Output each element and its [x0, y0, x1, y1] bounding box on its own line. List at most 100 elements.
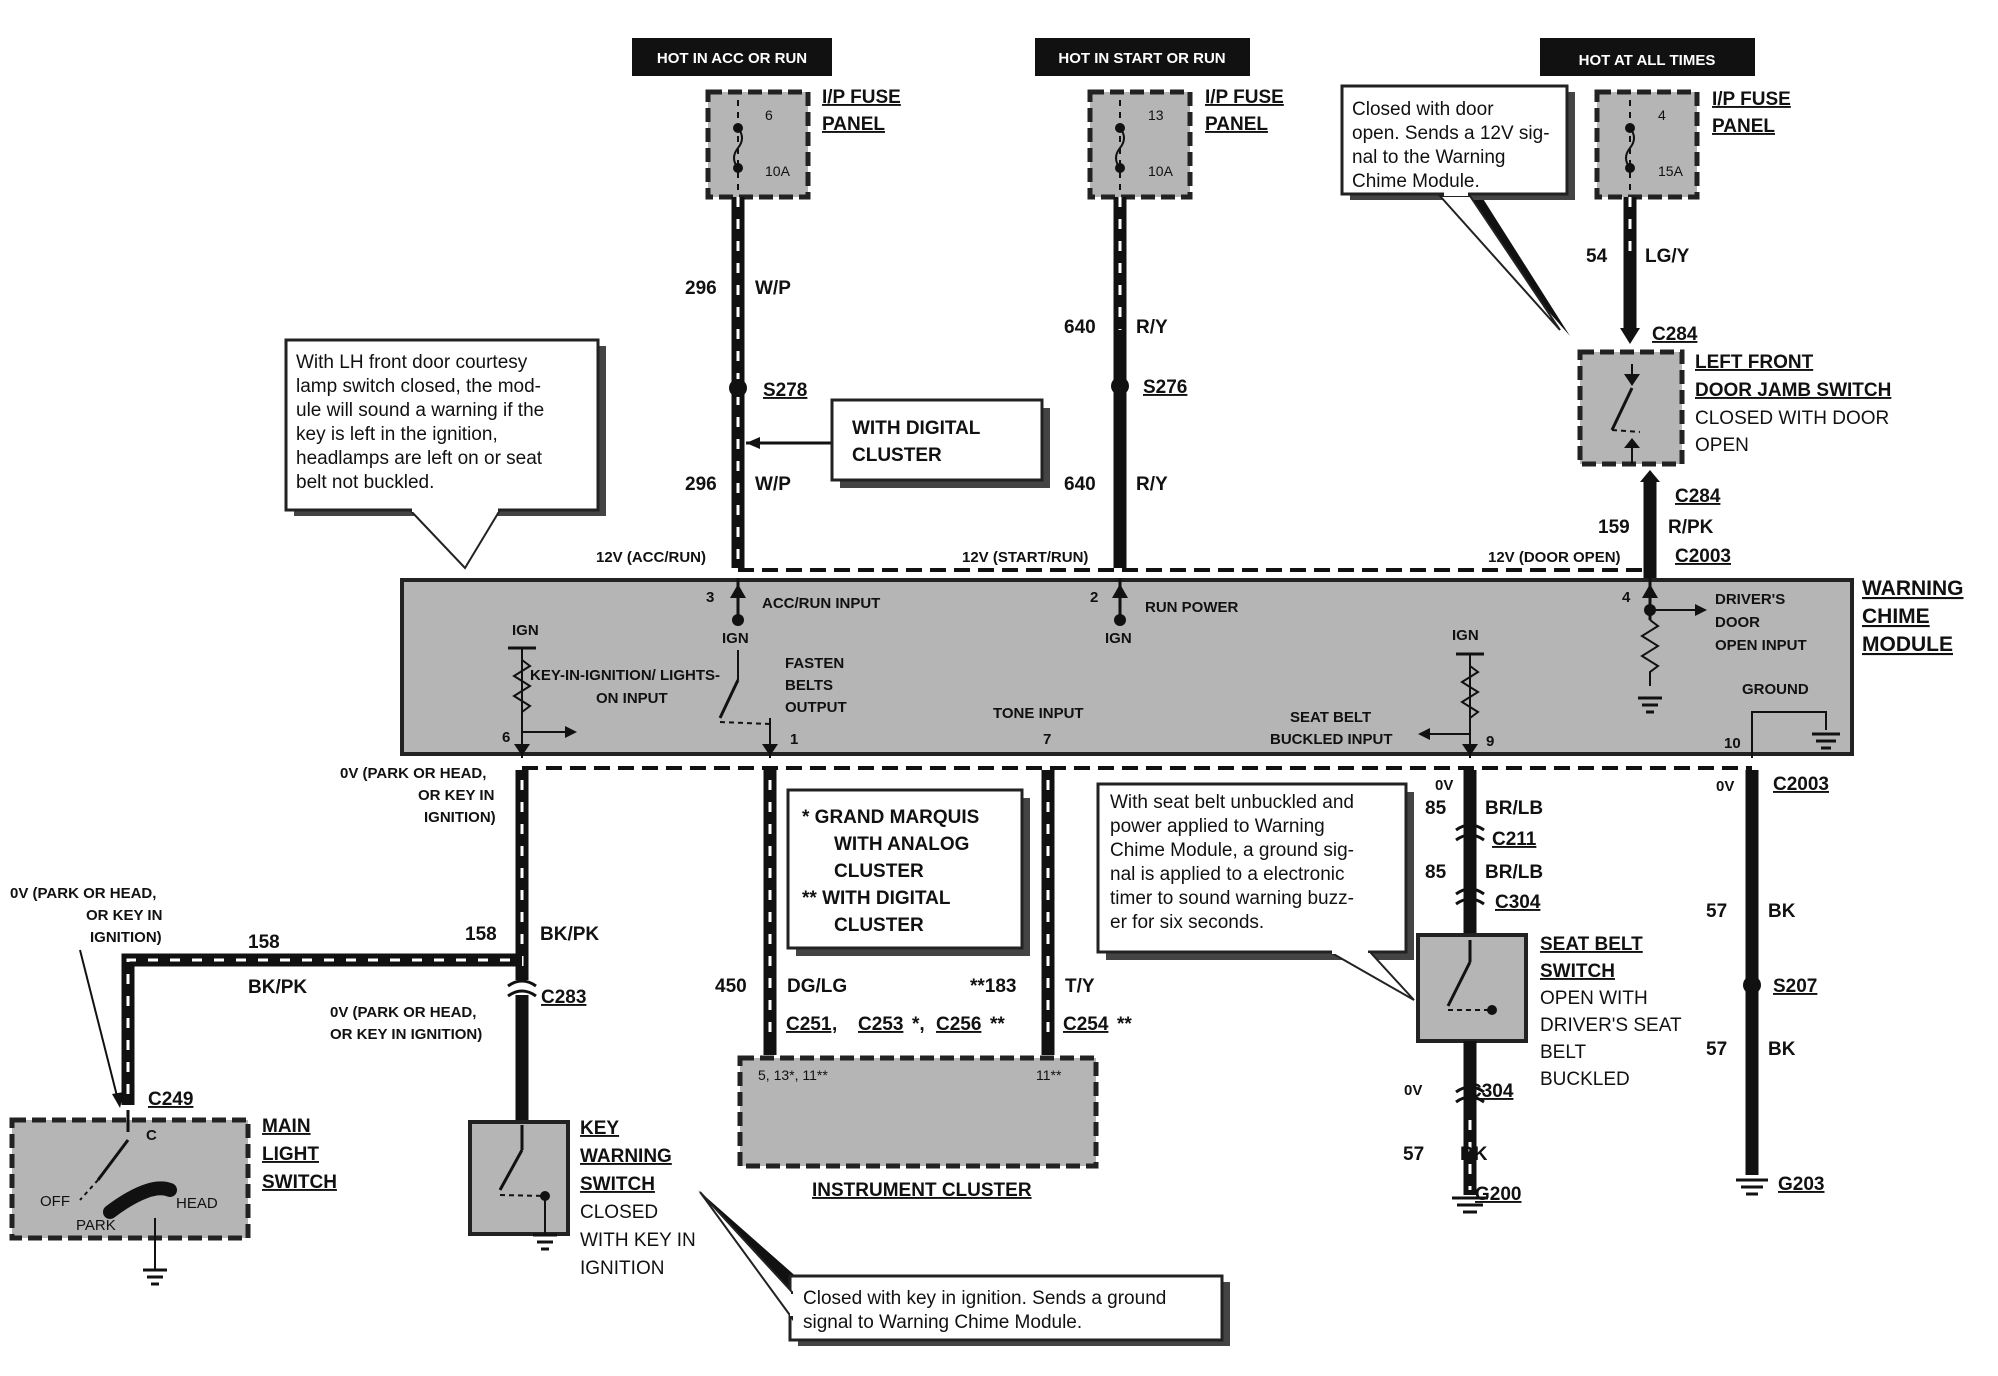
- pin3-label: 3: [706, 589, 714, 606]
- wire-85: [1455, 770, 1485, 940]
- cluster-key-line5: CLUSTER: [834, 915, 924, 936]
- wire-640-num-top: 640: [1064, 317, 1096, 338]
- wire-296-num-bottom: 296: [685, 474, 717, 495]
- cluster-key-line2: WITH ANALOG: [834, 834, 969, 855]
- key-warning-title1: KEY: [580, 1118, 619, 1139]
- fuse-1-amps: 10A: [765, 163, 791, 179]
- ov-park-line3: IGNITION): [424, 809, 496, 826]
- connector-comma: ,: [832, 1014, 837, 1035]
- seat-belt-switch: [1416, 933, 1528, 1214]
- bus-label-acc: 12V (ACC/RUN): [596, 549, 706, 566]
- main-light-switch: [9, 1110, 251, 1286]
- pin4-label: 4: [1622, 589, 1631, 606]
- run-power-label: RUN POWER: [1145, 599, 1239, 616]
- wire-85-color-top: BR/LB: [1485, 798, 1543, 819]
- with-digital-cluster-note: WITH DIGITAL CLUSTER: [746, 398, 1050, 488]
- wire-57-right: [1736, 770, 1768, 1196]
- connector-c284-bottom: C284: [1675, 486, 1721, 507]
- module-pin9: [1418, 652, 1484, 758]
- seatbelt-line2: BUCKLED INPUT: [1270, 731, 1393, 748]
- key-in-line2: ON INPUT: [596, 690, 668, 707]
- wire-158-num-right: 158: [465, 924, 497, 945]
- cluster-key-line1: * GRAND MARQUIS: [802, 807, 979, 828]
- wire-54: [1620, 197, 1640, 344]
- callout-door-open-line1: Closed with door: [1352, 99, 1494, 120]
- callout-lh-line3: ule will sound a warning if the: [296, 400, 544, 421]
- seat-belt-desc1: OPEN WITH: [1540, 988, 1648, 1009]
- callout-key-line1: Closed with key in ignition. Sends a gro…: [803, 1288, 1166, 1309]
- c283-connector-mark: [507, 979, 537, 998]
- instrument-cluster-title: INSTRUMENT CLUSTER: [812, 1180, 1032, 1201]
- wire-450-num: 450: [715, 976, 747, 997]
- ov-park-line2: OR KEY IN: [418, 787, 494, 804]
- wire-296-color-top: W/P: [755, 278, 791, 299]
- header-hot-in-acc: HOT IN ACC OR RUN: [632, 38, 832, 76]
- connector-c304-top: C304: [1495, 892, 1541, 913]
- wire-85-num-top: 85: [1425, 798, 1447, 819]
- wire-159: [1640, 470, 1660, 580]
- ground-g200: G200: [1475, 1184, 1521, 1205]
- connector-c254-suffix: **: [1117, 1014, 1132, 1035]
- fuse-3-title2: PANEL: [1712, 116, 1775, 137]
- ov-304: 0V: [1404, 1082, 1422, 1099]
- key-warning-desc1: CLOSED: [580, 1202, 658, 1223]
- wire-159-color: R/PK: [1668, 517, 1714, 538]
- key-warning-desc3: IGNITION: [580, 1258, 664, 1279]
- callout-lh-line1: With LH front door courtesy: [296, 352, 528, 373]
- module-pin1: [718, 650, 778, 758]
- callout-door-open-line2: open. Sends a 12V sig-: [1352, 123, 1550, 144]
- module-title3: MODULE: [1862, 633, 1953, 656]
- ign-label-4: IGN: [1452, 627, 1479, 644]
- connector-c253-suffix: *,: [912, 1014, 925, 1035]
- callout-lh-line5: headlamps are left on or seat: [296, 448, 543, 469]
- splice-s278-dot: [729, 379, 747, 397]
- bus-label-door: 12V (DOOR OPEN): [1488, 549, 1621, 566]
- fuse-2-number: 13: [1148, 107, 1164, 123]
- callout-seat-line6: er for six seconds.: [1110, 912, 1264, 933]
- ov-left-leader: [79, 949, 119, 1101]
- pin1-label: 1: [790, 731, 798, 748]
- wire-640-color-top: R/Y: [1136, 317, 1168, 338]
- connector-c284-top: C284: [1652, 324, 1698, 345]
- pin7-label: 7: [1043, 731, 1051, 748]
- ov-57: 0V: [1716, 778, 1734, 795]
- wire-450-color: DG/LG: [787, 976, 847, 997]
- wire-296-num-top: 296: [685, 278, 717, 299]
- key-warning-desc2: WITH KEY IN: [580, 1230, 696, 1251]
- ov-left-line2: OR KEY IN: [86, 907, 162, 924]
- main-light-title1: MAIN: [262, 1116, 311, 1137]
- fuse-box-always: 4 15A I/P FUSE PANEL: [1594, 89, 1791, 200]
- ov-c283-line1: 0V (PARK OR HEAD,: [330, 1004, 476, 1021]
- left-front-door-jamb-switch: [1577, 349, 1685, 467]
- connector-c304-bottom: C304: [1468, 1081, 1514, 1102]
- fuse-3-amps: 15A: [1658, 163, 1684, 179]
- pin10-label: 10: [1724, 735, 1741, 752]
- ground-label: GROUND: [1742, 681, 1809, 698]
- callout-lh-line4: key is left in the ignition,: [296, 424, 498, 445]
- callout-lh-line6: belt not buckled.: [296, 472, 434, 493]
- wire-54-color: LG/Y: [1645, 246, 1690, 267]
- seat-belt-desc4: BUCKLED: [1540, 1069, 1630, 1090]
- bus-label-start: 12V (START/RUN): [962, 549, 1088, 566]
- drivers-door-line1: DRIVER'S: [1715, 591, 1785, 608]
- connector-c283: C283: [541, 987, 586, 1008]
- connector-c253: C253: [858, 1014, 903, 1035]
- wire-57-num-top: 57: [1706, 901, 1727, 922]
- door-jamb-desc2: OPEN: [1695, 435, 1749, 456]
- cluster-key-line3: CLUSTER: [834, 861, 924, 882]
- warning-chime-module: [400, 578, 1854, 756]
- pin2-label: 2: [1090, 589, 1098, 606]
- wire-640-color-bottom: R/Y: [1136, 474, 1168, 495]
- wire-57-color-bottom: BK: [1768, 1039, 1796, 1060]
- wire-57-num-g200: 57: [1403, 1144, 1424, 1165]
- module-pin10: [1751, 711, 1840, 758]
- splice-s207-dot: [1743, 976, 1761, 994]
- header-acc-label: HOT IN ACC OR RUN: [657, 50, 807, 67]
- wire-296-color-bottom: W/P: [755, 474, 791, 495]
- acc-input-label: ACC/RUN INPUT: [762, 595, 880, 612]
- wire-158-color-left: BK/PK: [248, 977, 307, 998]
- seat-belt-title1: SEAT BELT: [1540, 934, 1643, 955]
- wire-57-color-top: BK: [1768, 901, 1796, 922]
- key-in-line1: KEY-IN-IGNITION/ LIGHTS-: [530, 667, 720, 684]
- header-always-label: HOT AT ALL TIMES: [1579, 52, 1716, 69]
